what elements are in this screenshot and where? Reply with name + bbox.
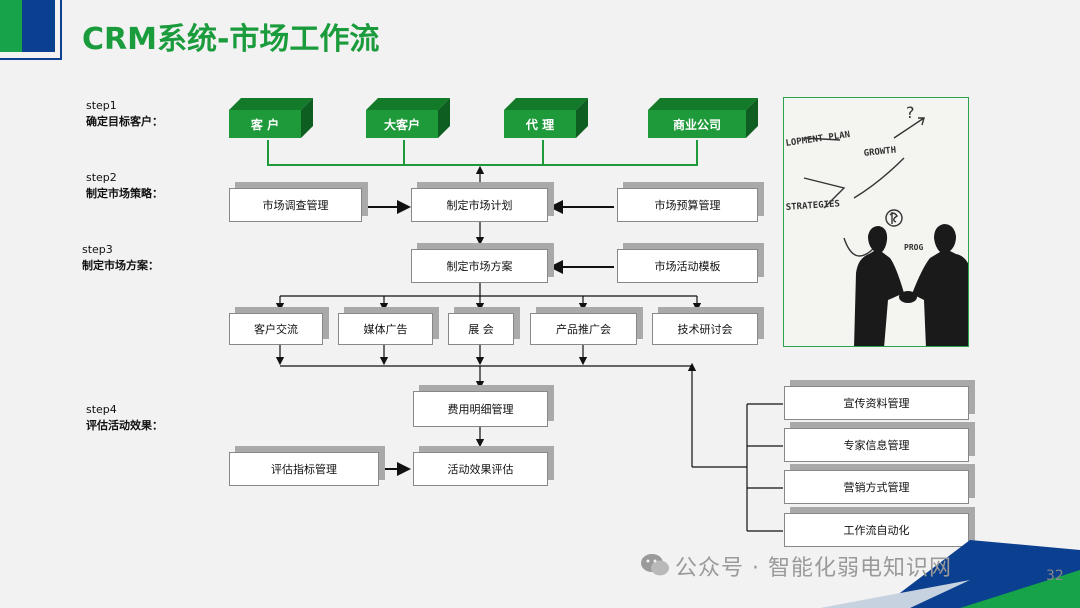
evaluation-index-box: 评估指标管理 — [229, 452, 379, 486]
market-research-box: 市场调查管理 — [229, 188, 362, 222]
workflow-automation-box: 工作流自动化 — [784, 513, 969, 547]
step2-desc: 制定市场策略： — [86, 187, 163, 200]
target-company-box: 商业公司 — [648, 98, 758, 140]
target-company-label: 商业公司 — [648, 110, 746, 138]
logo-block-green — [0, 0, 22, 52]
activity-media-ads: 媒体广告 — [338, 313, 433, 345]
step3-label: step3 制定市场方案： — [82, 242, 159, 274]
step1-label: step1 确定目标客户： — [86, 98, 163, 130]
step1-desc: 确定目标客户： — [86, 115, 163, 128]
cost-detail-box: 费用明细管理 — [413, 391, 548, 427]
step4-number: step4 — [86, 403, 117, 416]
target-key-account-label: 大客户 — [366, 110, 438, 138]
step3-number: step3 — [82, 243, 113, 256]
page-title: CRM系统-市场工作流 — [82, 22, 380, 57]
market-plan-box: 制定市场计划 — [411, 188, 548, 222]
activity-customer-exchange: 客户交流 — [229, 313, 323, 345]
handshake-photo: LOPMENT PLAN GROWTH STRATEGIES PROG ? — [783, 97, 969, 347]
step3-desc: 制定市场方案： — [82, 259, 159, 272]
activity-effect-box: 活动效果评估 — [413, 452, 548, 486]
marketing-method-box: 营销方式管理 — [784, 470, 969, 504]
activity-product-promotion: 产品推广会 — [530, 313, 637, 345]
step2-label: step2 制定市场策略： — [86, 170, 163, 202]
photo-text-strategies: STRATEGIES — [786, 199, 841, 213]
step2-number: step2 — [86, 171, 117, 184]
activity-template-box: 市场活动模板 — [617, 249, 758, 283]
photo-text-progress: PROG — [904, 243, 923, 252]
page-number: 32 — [1046, 568, 1064, 584]
step4-label: step4 评估活动效果： — [86, 402, 163, 434]
target-agent-box: 代 理 — [504, 98, 588, 140]
market-scheme-box: 制定市场方案 — [411, 249, 548, 283]
promo-material-box: 宣传资料管理 — [784, 386, 969, 420]
activity-exhibition: 展 会 — [448, 313, 514, 345]
photo-text-growth: GROWTH — [863, 146, 896, 159]
step4-desc: 评估活动效果： — [86, 419, 163, 432]
handshake-illustration: LOPMENT PLAN GROWTH STRATEGIES PROG ? — [784, 98, 968, 346]
logo-frame — [0, 0, 62, 60]
expert-info-box: 专家信息管理 — [784, 428, 969, 462]
target-key-account-box: 大客户 — [366, 98, 450, 140]
activity-tech-seminar: 技术研讨会 — [652, 313, 758, 345]
target-customer-box: 客 户 — [229, 98, 313, 140]
target-agent-label: 代 理 — [504, 110, 576, 138]
corner-decoration — [820, 540, 1080, 608]
target-customer-label: 客 户 — [229, 110, 301, 138]
wechat-icon — [641, 554, 669, 576]
market-budget-box: 市场预算管理 — [617, 188, 758, 222]
step1-number: step1 — [86, 99, 117, 112]
svg-text:?: ? — [906, 103, 915, 122]
watermark-text: 公众号 · 智能化弱电知识网 — [675, 556, 952, 581]
